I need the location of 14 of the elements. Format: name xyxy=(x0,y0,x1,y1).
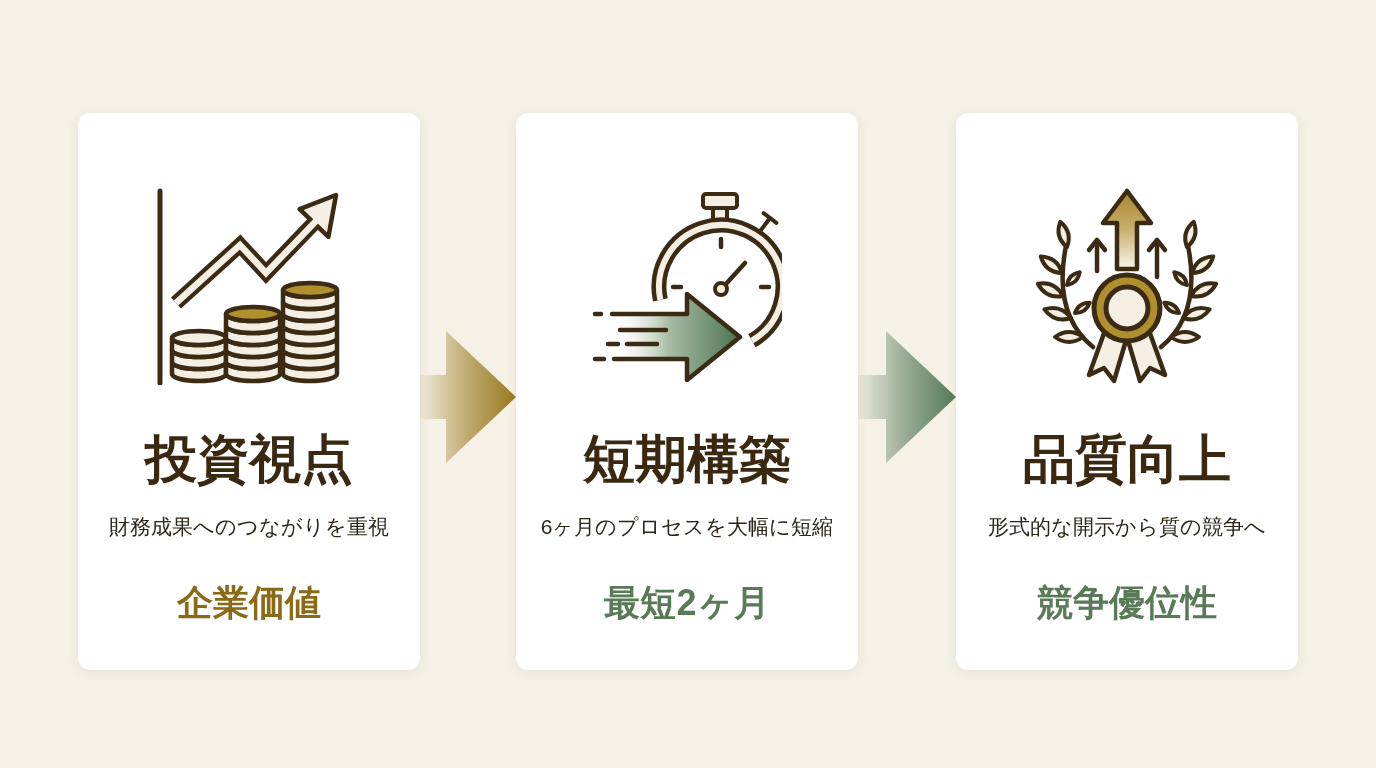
arrow xyxy=(420,331,516,463)
card-description: 6ヶ月のプロセスを大幅に短縮 xyxy=(540,514,834,540)
card xyxy=(956,113,1298,670)
highlight-text: 競争優位性 xyxy=(1037,581,1217,625)
card-description: 財務成果へのつながりを重視 xyxy=(109,514,389,540)
card-title: 投資視点 xyxy=(145,428,353,490)
card-description: 形式的な開示から質の競争へ xyxy=(988,514,1266,540)
arrow xyxy=(858,331,956,463)
highlight-text: 最短2ヶ月 xyxy=(604,581,770,625)
card xyxy=(78,113,420,670)
card xyxy=(516,113,858,670)
card-title: 短期構築 xyxy=(583,428,791,490)
highlight-text: 企業価値 xyxy=(177,581,321,625)
card-title: 品質向上 xyxy=(1023,428,1231,490)
